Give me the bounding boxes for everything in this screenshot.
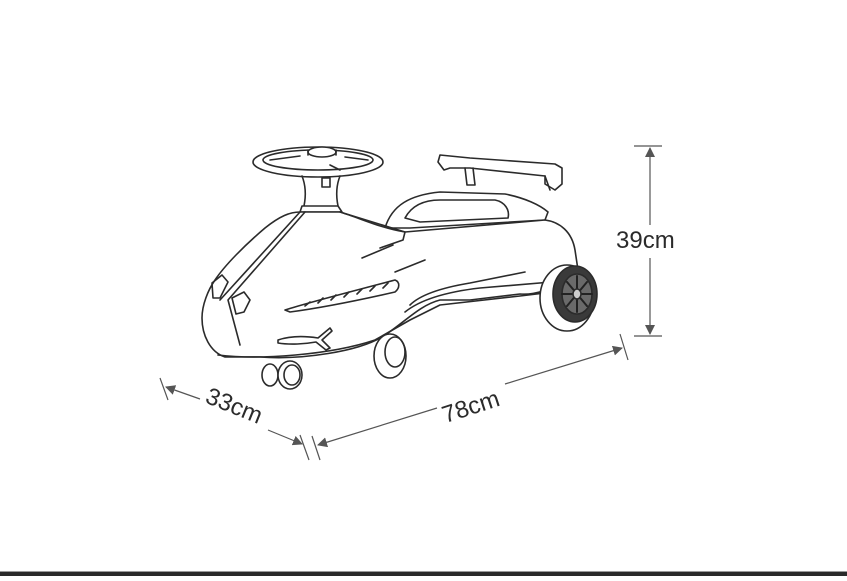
width-label: 33cm: [202, 383, 267, 430]
front-casters: [261, 360, 303, 390]
y-emblem: [277, 327, 333, 351]
height-dimension: [634, 145, 662, 337]
length-dimension: [311, 333, 629, 461]
seat: [384, 191, 549, 229]
bottom-edge-bar: [0, 571, 847, 576]
front-vents: [284, 279, 400, 313]
rear-wheel: [539, 264, 598, 332]
steering-wheel: [252, 146, 384, 213]
car-body: [201, 211, 580, 359]
rear-spoiler: [437, 154, 563, 191]
length-label: 78cm: [439, 385, 503, 429]
width-dimension: [159, 377, 310, 461]
front-badge: [231, 291, 251, 315]
height-label: 39cm: [616, 227, 675, 254]
swing-car-illustration: [201, 146, 598, 390]
middle-wheel: [373, 333, 407, 379]
